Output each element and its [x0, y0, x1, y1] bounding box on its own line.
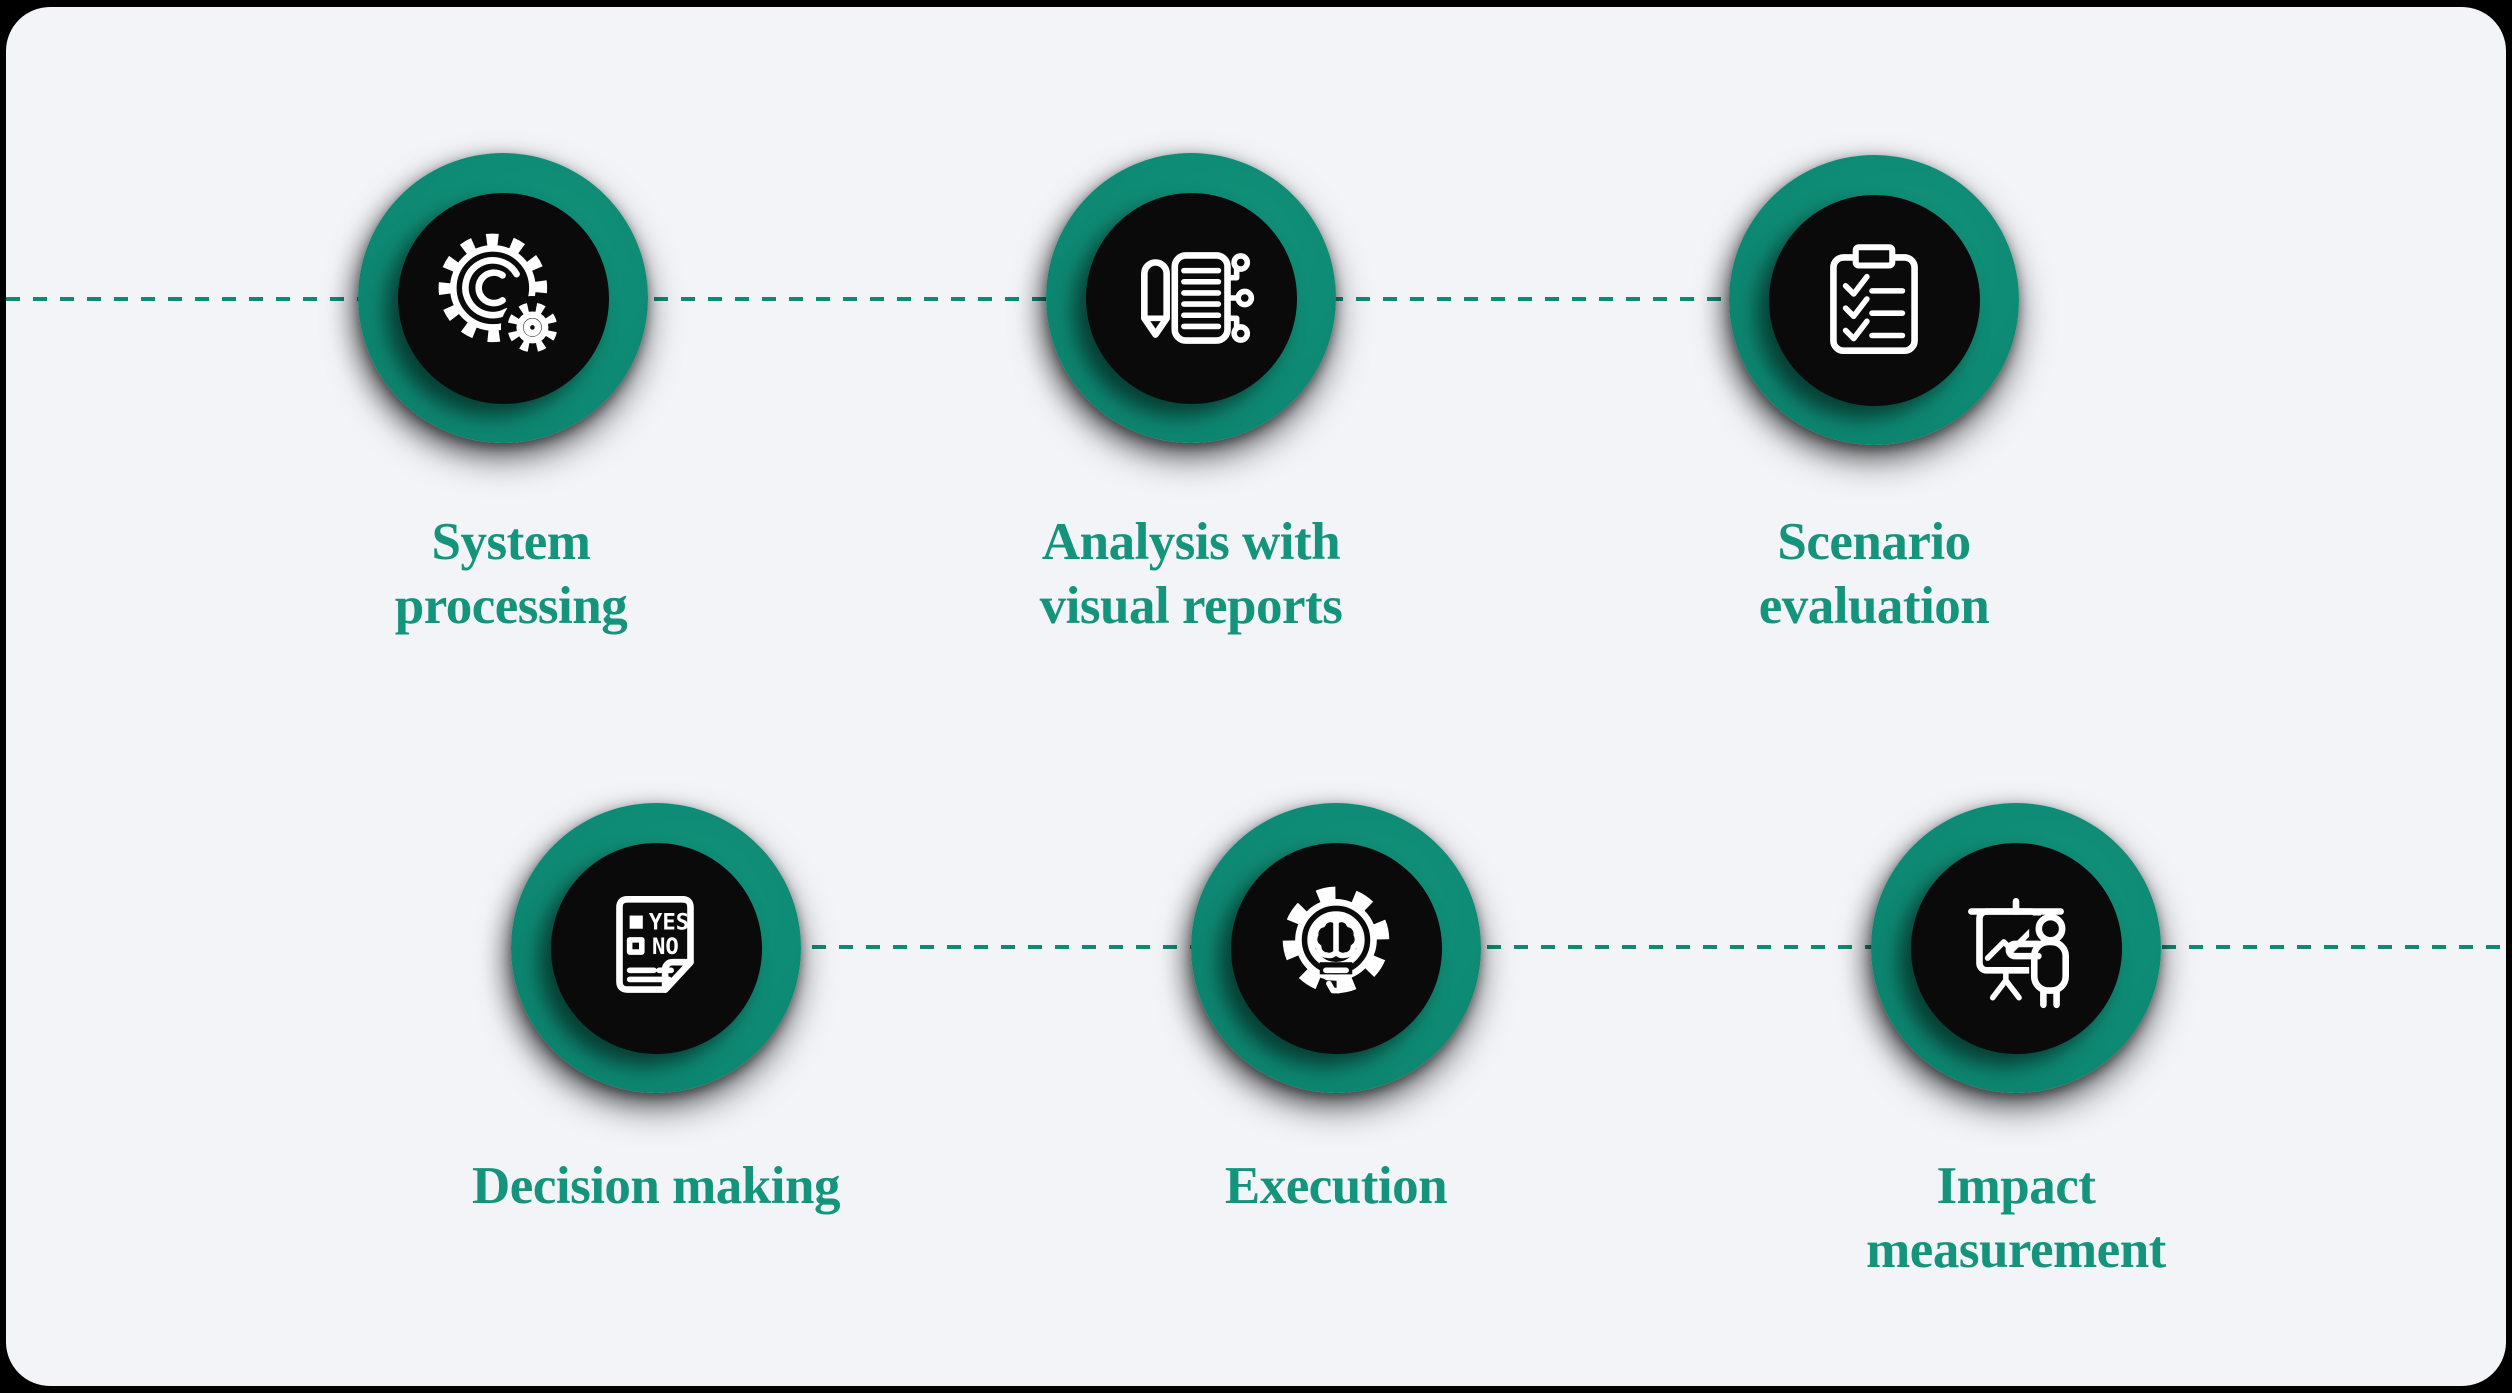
pen-report-circuit-icon — [1141, 252, 1255, 344]
checklist-clipboard-icon — [1830, 244, 1918, 355]
svg-text:YES: YES — [649, 910, 689, 936]
step-label-impact-measurement: Impact measurement — [1866, 1157, 2166, 1279]
gear-bulb-brain-icon — [1282, 886, 1390, 994]
step-node-inner-circle: YES NO — [550, 842, 762, 1054]
svg-text:NO: NO — [652, 934, 679, 960]
step-node-analysis-reports — [1046, 153, 1336, 443]
step-node-inner-circle — [1085, 192, 1297, 404]
step-label-decision-making: Decision making — [472, 1157, 840, 1215]
step-node-inner-circle — [1230, 842, 1442, 1054]
step-node-inner-circle — [1910, 842, 2122, 1054]
step-node-impact-measurement — [1871, 803, 2161, 1093]
presenter-chart-icon — [1968, 898, 2077, 1009]
connector-dashed-line-row2 — [650, 945, 2506, 949]
step-label-analysis-reports: Analysis with visual reports — [1039, 513, 1343, 635]
step-node-inner-circle — [1768, 194, 1980, 406]
gears-icon — [438, 233, 564, 359]
connector-dashed-line-row1 — [6, 297, 1868, 301]
background-panel: System processing Analysis with visual — [6, 7, 2506, 1386]
step-node-execution — [1191, 803, 1481, 1093]
step-label-scenario-evaluation: Scenario evaluation — [1758, 513, 1990, 635]
step-label-system-processing: System processing — [394, 513, 628, 635]
yes-no-document-icon: YES NO — [616, 896, 694, 993]
step-node-system-processing — [358, 153, 648, 443]
step-node-scenario-evaluation — [1729, 155, 2019, 445]
step-node-decision-making: YES NO — [511, 803, 801, 1093]
step-label-execution: Execution — [1224, 1157, 1448, 1215]
step-node-inner-circle — [397, 192, 609, 404]
